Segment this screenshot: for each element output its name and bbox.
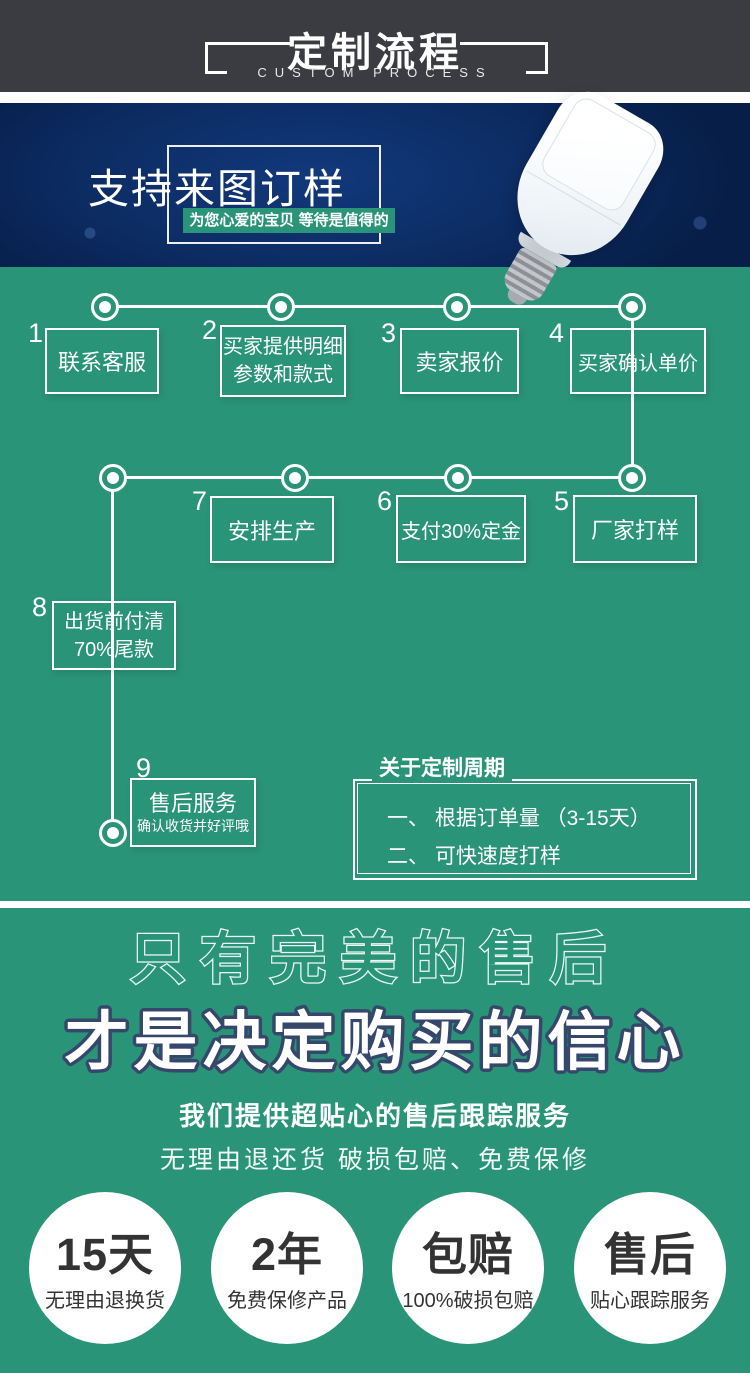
step-number: 5	[554, 486, 570, 516]
flow-node-icon	[618, 293, 646, 321]
badge-title: 包赔	[421, 1229, 514, 1280]
flow-step-label: 售后服务	[148, 790, 237, 816]
flow-step-box: 厂家打样	[573, 495, 697, 563]
step-number: 7	[192, 486, 208, 516]
badge-2-years: 2年 免费保修产品	[211, 1192, 363, 1344]
flow-node-icon	[99, 819, 127, 847]
badge-title: 售后	[603, 1229, 696, 1280]
divider-middle	[0, 901, 750, 908]
step-number: 3	[381, 318, 397, 348]
cycle-item: 一、 根据订单量 （3-15天）	[387, 807, 651, 830]
cycle-box-inner-border	[357, 783, 691, 874]
step-number: 6	[377, 486, 393, 516]
aftersales-subtitle: 我们提供超贴心的售后跟踪服务	[178, 1101, 571, 1131]
flow-node-icon	[281, 464, 309, 492]
banner-tagline: 为您心爱的宝贝 等待是值得的	[183, 208, 395, 233]
aftersales-note: 无理由退还货 破损包赔、免费保修	[160, 1146, 590, 1174]
page-subtitle: CUSTOM PROCESS	[257, 65, 493, 80]
flow-line-row2	[113, 476, 633, 479]
badge-15-days: 15天 无理由退换货	[29, 1192, 181, 1344]
flow-step-box: 售后服务 确认收货并好评哦	[130, 778, 256, 847]
badge-desc: 贴心跟踪服务	[590, 1290, 710, 1312]
step-number: 2	[202, 315, 218, 345]
flow-node-icon	[99, 464, 127, 492]
flow-node-icon	[444, 464, 472, 492]
flow-line-step8-down	[111, 476, 114, 833]
bracket-right-decoration	[460, 42, 548, 74]
aftersales-main-title: 才是决定购买的信心	[61, 1003, 686, 1082]
badge-title: 15天	[55, 1229, 155, 1280]
flow-step-box: 卖家报价	[400, 328, 519, 394]
cycle-box-title: 关于定制周期	[372, 755, 512, 782]
flow-step-box: 联系客服	[45, 328, 159, 394]
badge-desc: 免费保修产品	[227, 1290, 347, 1312]
cycle-item: 二、 可快速度打样	[387, 845, 561, 868]
badge-title: 2年	[250, 1229, 324, 1280]
banner-frame-decoration	[167, 145, 381, 244]
flow-step-box: 买家提供明细 参数和款式	[220, 325, 346, 397]
flow-step-box: 支付30%定金	[396, 495, 526, 563]
flow-step-box: 出货前付清 70%尾款	[52, 601, 176, 670]
flow-node-icon	[91, 293, 119, 321]
flow-node-icon	[443, 293, 471, 321]
step-number: 9	[136, 753, 152, 783]
badge-compensation: 包赔 100%破损包赔	[392, 1192, 544, 1344]
cycle-box-outer-border	[353, 779, 697, 880]
svg-text:才是决定购买的信心: 才是决定购买的信心	[65, 1006, 686, 1078]
banner-title: 支持来图订样	[88, 166, 346, 212]
badge-aftersales: 售后 贴心跟踪服务	[574, 1192, 726, 1344]
svg-text:只有完美的售后: 只有完美的售后	[130, 927, 620, 990]
step-number: 8	[32, 592, 48, 622]
aftersales-outline-title: 只有完美的售后	[129, 926, 620, 992]
flow-step-box: 买家确认单价	[570, 328, 706, 394]
section-header: 定制流程 CUSTOM PROCESS	[0, 0, 750, 92]
flow-node-icon	[267, 293, 295, 321]
page-title: 定制流程	[287, 31, 463, 75]
step-number: 4	[549, 318, 565, 348]
divider-top	[0, 92, 750, 103]
hero-banner: 支持来图订样 为您心爱的宝贝 等待是值得的	[0, 103, 750, 267]
flow-line-row1	[105, 305, 633, 308]
flow-node-icon	[618, 464, 646, 492]
badge-desc: 无理由退换货	[45, 1290, 165, 1312]
step-number: 1	[28, 318, 44, 348]
bracket-left-decoration	[205, 42, 293, 74]
flow-step-sublabel: 确认收货并好评哦	[137, 817, 249, 834]
badge-desc: 100%破损包赔	[402, 1290, 534, 1312]
flow-step-box: 安排生产	[210, 496, 334, 563]
